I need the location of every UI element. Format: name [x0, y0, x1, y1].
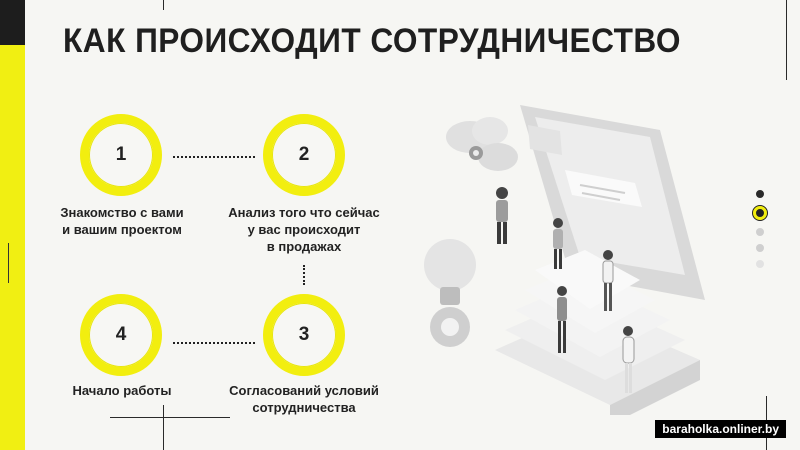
- pager-dot-1[interactable]: [756, 190, 764, 198]
- step-2-label: Анализ того что сейчас у вас происходит …: [228, 205, 380, 254]
- yellow-side-strip: [0, 45, 25, 450]
- lightbulb-icon: [424, 239, 476, 347]
- step-1-label: Знакомство с вами и вашим проектом: [60, 205, 184, 237]
- step-4-label: Начало работы: [72, 383, 172, 398]
- deco-line-left: [8, 243, 9, 283]
- step-4-circle: 4: [80, 294, 162, 376]
- step-1-number: 1: [115, 144, 127, 165]
- pager-dot-2-active[interactable]: [753, 206, 767, 220]
- page-title: КАК ПРОИСХОДИТ СОТРУДНИЧЕСТВО: [63, 22, 681, 60]
- step-4-number: 4: [115, 324, 127, 345]
- deco-line-top: [163, 0, 164, 10]
- connector-1-2: [173, 156, 255, 158]
- teamwork-illustration: [424, 105, 705, 415]
- connector-4-3: [173, 342, 255, 344]
- watermark: baraholka.onliner.by: [655, 420, 786, 438]
- step-3-label: Согласований условий сотрудничества: [229, 383, 379, 415]
- deco-line-bottom-h: [110, 417, 230, 418]
- pager-dot-3[interactable]: [756, 228, 764, 236]
- step-1-circle: 1: [80, 114, 162, 196]
- dark-corner-block: [0, 0, 25, 45]
- person-figures: [496, 187, 635, 393]
- step-3-circle: 3: [263, 294, 345, 376]
- pager-dot-4[interactable]: [756, 244, 764, 252]
- step-3-number: 3: [298, 324, 310, 345]
- connector-2-3: [303, 265, 305, 285]
- deco-line-bottom-v: [163, 405, 164, 450]
- step-2-number: 2: [298, 144, 310, 165]
- monitor-icon: [520, 105, 705, 300]
- step-2-circle: 2: [263, 114, 345, 196]
- slide-pager: [750, 190, 770, 276]
- deco-line-right: [786, 0, 787, 80]
- cloud-icon: [446, 117, 518, 171]
- pager-dot-5[interactable]: [756, 260, 764, 268]
